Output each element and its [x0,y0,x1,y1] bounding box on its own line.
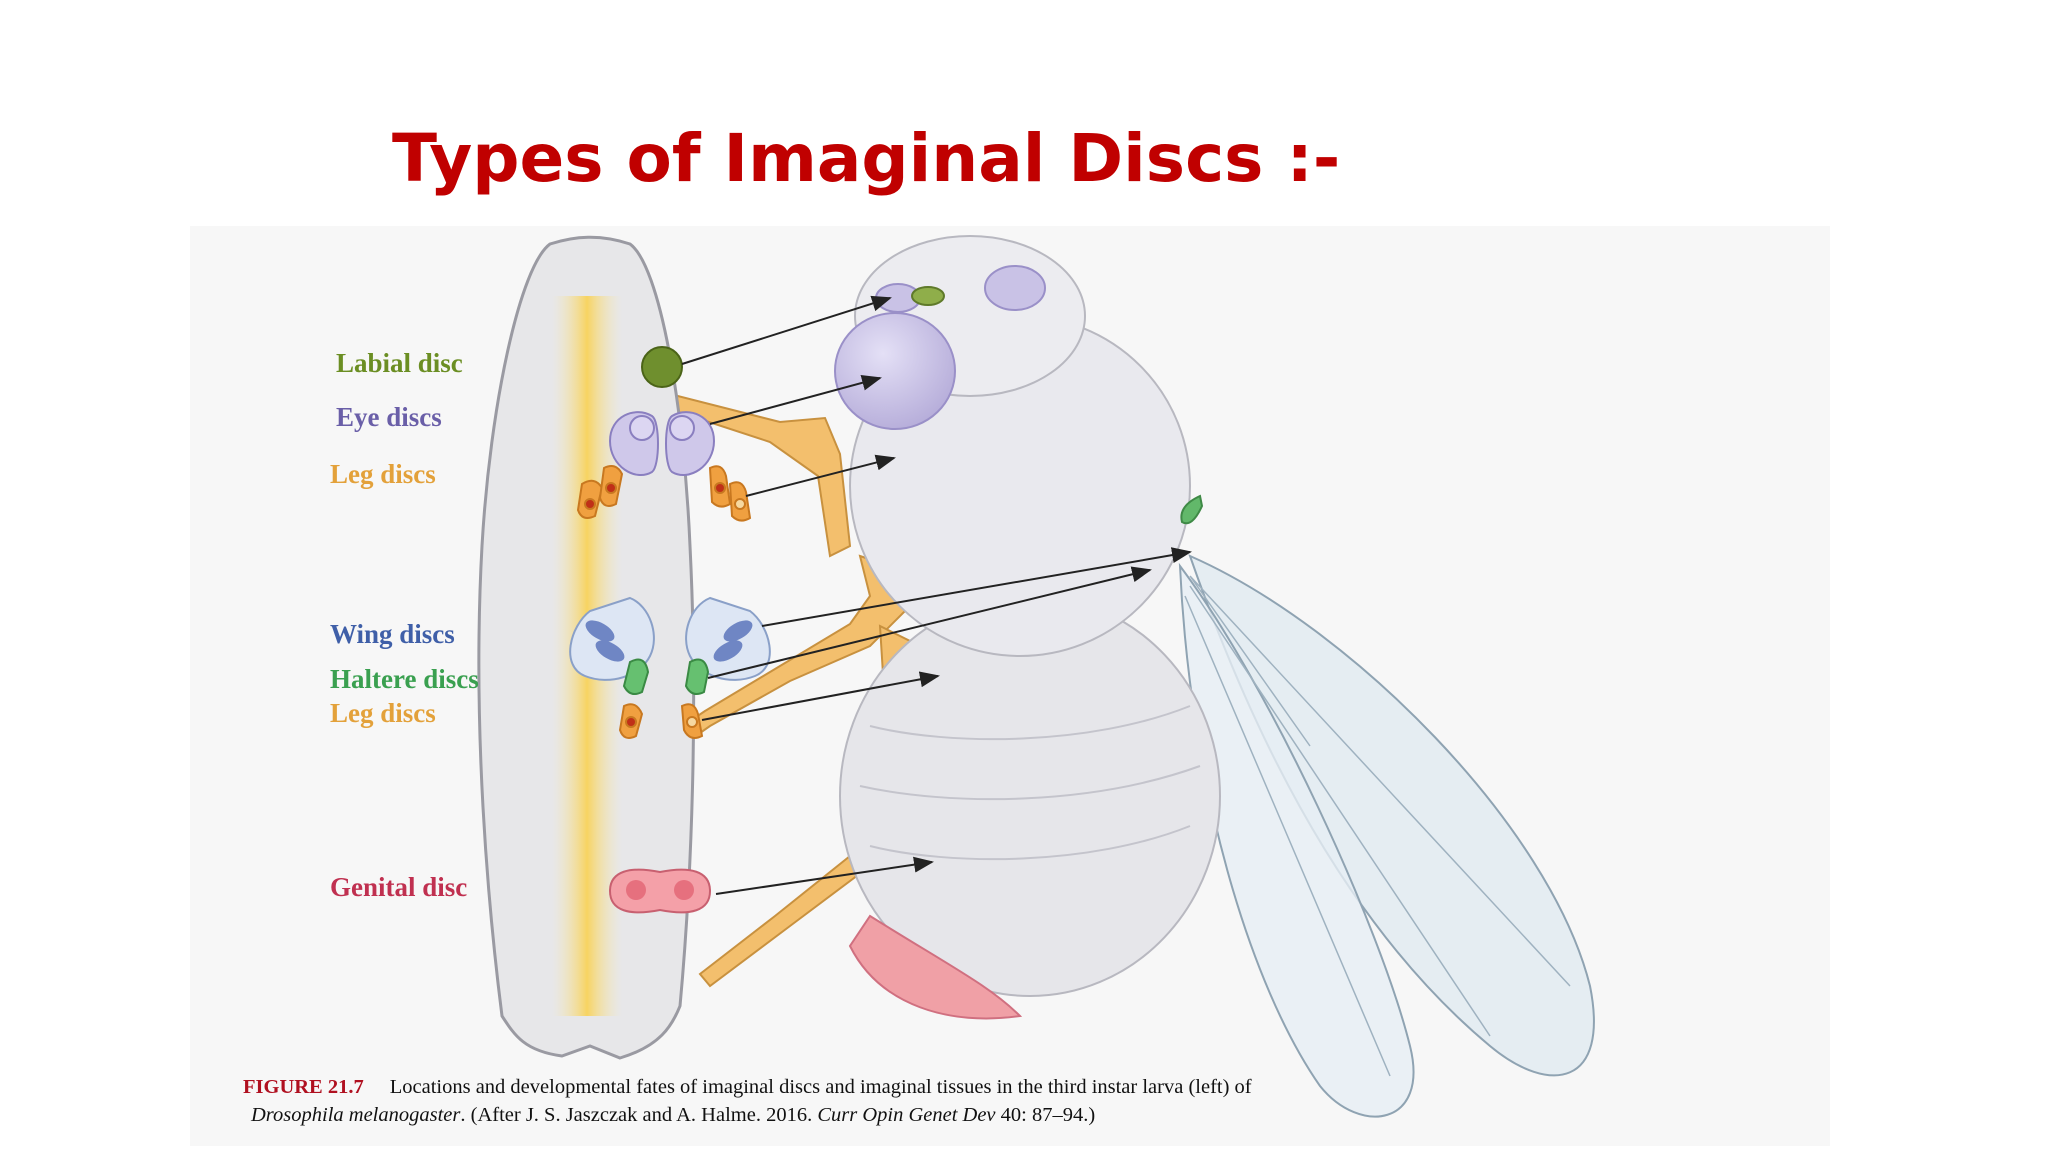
label-haltere-discs: Haltere discs [330,664,479,694]
caption-line-1: FIGURE 21.7 Locations and developmental f… [243,1073,1252,1101]
fate-arrows [681,295,1192,895]
label-eye-discs: Eye discs [336,402,442,432]
slide-title: Types of Imaginal Discs :- [392,120,1341,197]
figure-number: FIGURE 21.7 [243,1076,364,1098]
figure-illustration: Labial disc Eye discs Leg discs Wing dis… [330,235,1595,1118]
label-labial-disc: Labial disc [336,348,463,378]
caption-species: Drosophila melanogaster [251,1104,461,1126]
wing-disc-shapes [569,596,771,681]
caption-journal: Curr Opin Genet Dev [817,1104,996,1126]
figure-caption: FIGURE 21.7 Locations and developmental f… [243,1073,1252,1129]
caption-text-1: Locations and developmental fates of ima… [389,1076,1252,1098]
disc-labial-final [641,346,683,388]
label-leg-discs-upper: Leg discs [330,459,436,489]
imaginal-disc-figure: Labial disc Eye discs Leg discs Wing dis… [190,226,1830,1146]
eye-disc-shapes [608,411,716,476]
label-leg-discs-lower: Leg discs [330,698,436,728]
fly-body [834,235,1221,1020]
caption-text-2a: . (After J. S. Jaszczak and A. Halme. 20… [460,1104,818,1126]
caption-text-2b: 40: 87–94.) [995,1104,1096,1126]
haltere-disc-shapes [622,658,710,695]
caption-line-2: Drosophila melanogaster. (After J. S. Ja… [243,1101,1252,1129]
leg-disc-shapes-upper [576,465,752,522]
leg-disc-shapes-lower [618,703,704,739]
label-genital-disc: Genital disc [330,872,467,902]
fly-wings [1178,554,1595,1118]
label-wing-discs: Wing discs [330,619,455,649]
genital-disc-shape [608,868,712,914]
